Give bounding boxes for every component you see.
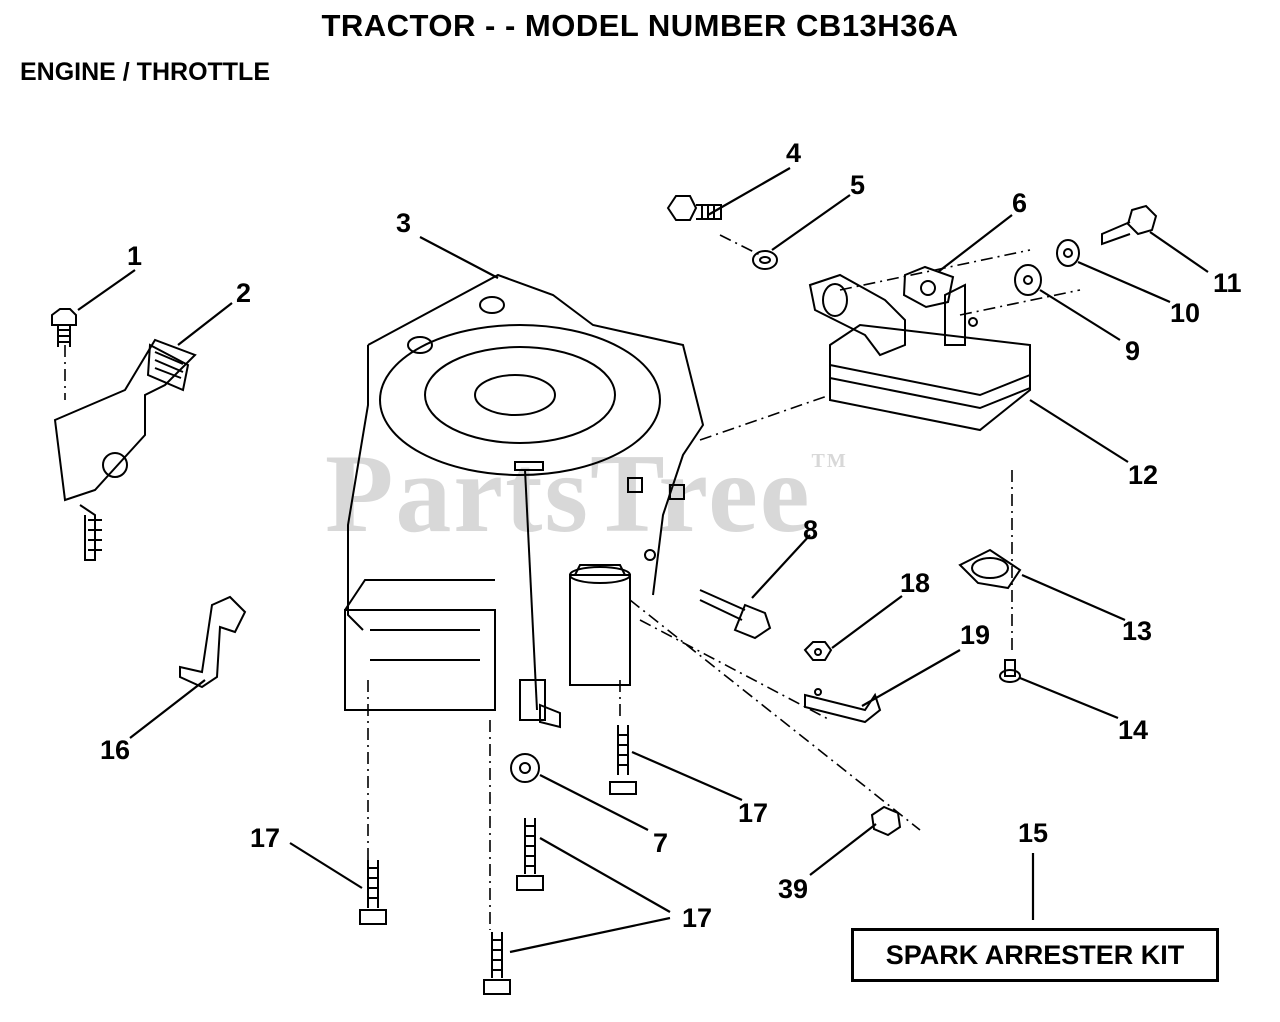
- bolt-part-17-d: [483, 932, 511, 995]
- callout-3: 3: [396, 208, 412, 238]
- callout-15: 15: [1018, 818, 1049, 848]
- callout-9: 9: [1125, 336, 1141, 366]
- bolt-part-11: [1101, 204, 1158, 246]
- leader-lines: [77, 167, 1209, 954]
- nut-part-39: [870, 805, 902, 837]
- callout-17: 17: [250, 823, 281, 853]
- callout-13: 13: [1122, 616, 1153, 646]
- muffler-part-12: [829, 283, 1031, 432]
- gasket-part-6: [902, 265, 955, 309]
- callout-8: 8: [803, 515, 819, 545]
- washer-part-10: [1056, 239, 1080, 267]
- nut-part-18: [803, 641, 833, 661]
- bolt-part-1: [51, 308, 77, 347]
- bolt-part-4: [666, 195, 722, 221]
- callout-16: 16: [100, 735, 131, 765]
- callout-39: 39: [778, 874, 809, 904]
- throttle-bracket-part-2: [53, 338, 197, 561]
- callout-1: 1: [127, 241, 143, 271]
- bracket-part-19: [804, 688, 882, 724]
- bolt-part-17-a: [609, 725, 637, 795]
- watermark-tm: TM: [811, 450, 848, 472]
- washer-part-5: [752, 250, 778, 270]
- callout-18: 18: [900, 568, 931, 598]
- callout-4: 4: [786, 138, 802, 168]
- callout-7: 7: [653, 828, 669, 858]
- clip-part-13: [958, 548, 1022, 590]
- bolt-part-17-c: [516, 818, 544, 891]
- callout-6: 6: [1012, 188, 1028, 218]
- callout-2: 2: [236, 278, 252, 308]
- callout-11: 11: [1213, 268, 1242, 298]
- watermark: PartsTreeTM: [325, 430, 848, 559]
- callout-19: 19: [960, 620, 991, 650]
- callout-14: 14: [1118, 715, 1149, 745]
- lock-washer-part-7: [510, 753, 540, 783]
- bolt-part-8: [699, 589, 772, 640]
- callout-17: 17: [738, 798, 769, 828]
- muffler-pipe: [808, 273, 906, 357]
- bracket-part-16: [179, 595, 247, 689]
- callout-17: 17: [682, 903, 713, 933]
- spark-arrester-kit-label: SPARK ARRESTER KIT: [851, 928, 1219, 982]
- callout-5: 5: [850, 170, 866, 200]
- callout-10: 10: [1170, 298, 1201, 328]
- screw-part-14: [999, 659, 1021, 683]
- page-title: TRACTOR - - MODEL NUMBER CB13H36A: [321, 8, 959, 43]
- engine-part-3: [344, 273, 705, 729]
- callout-12: 12: [1128, 460, 1159, 490]
- section-subtitle: ENGINE / THROTTLE: [20, 58, 270, 86]
- bolt-part-17-b: [359, 860, 387, 925]
- watermark-text: PartsTree: [325, 432, 812, 556]
- washer-part-9: [1014, 264, 1042, 296]
